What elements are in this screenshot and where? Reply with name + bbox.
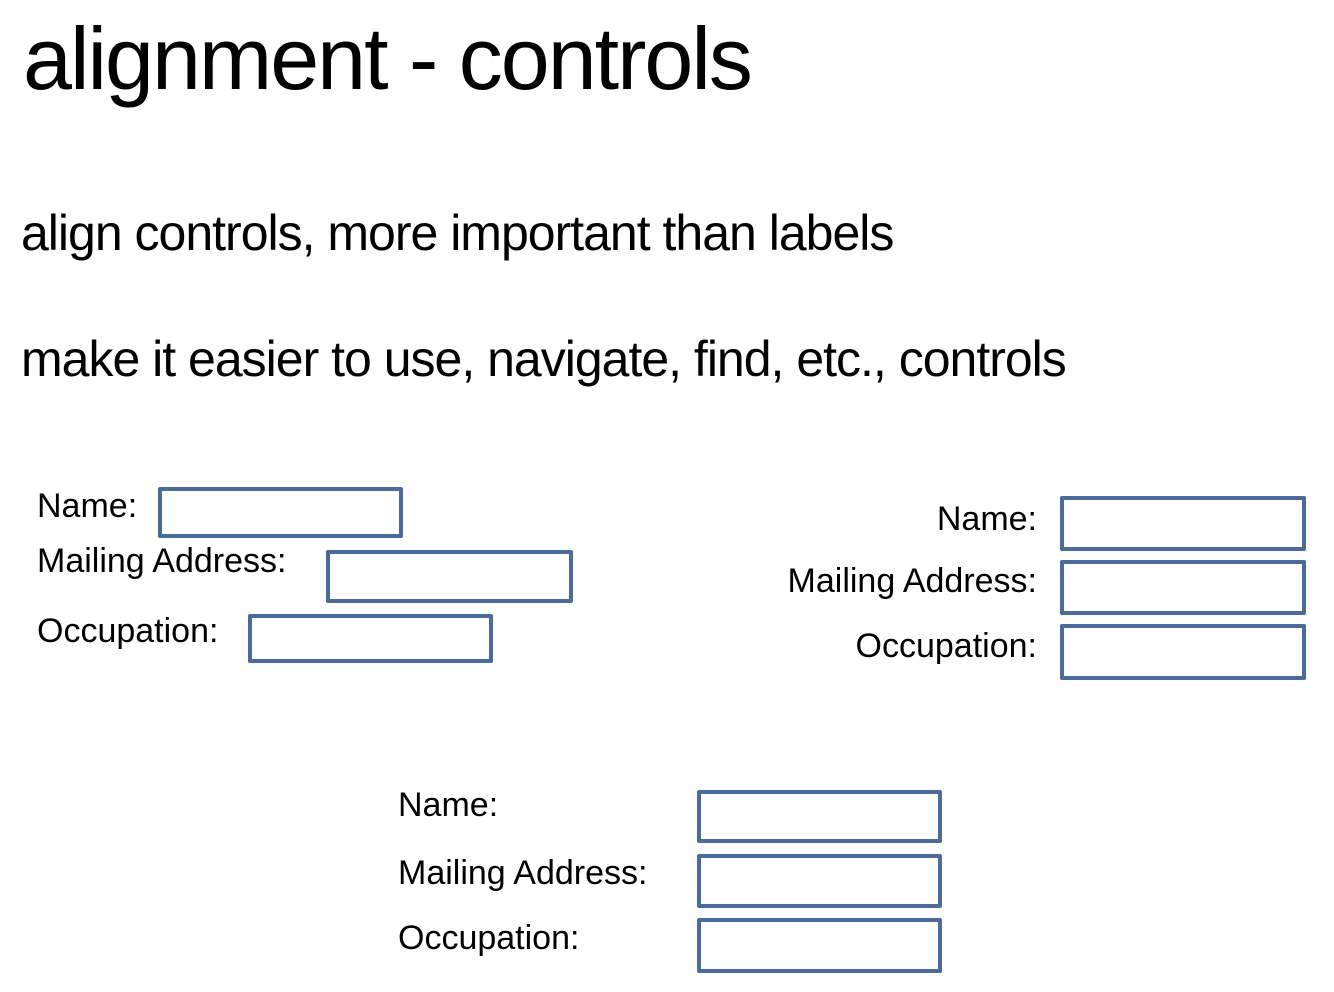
left-form-name-input[interactable] xyxy=(158,487,403,538)
bottom-form-name-input[interactable] xyxy=(697,790,942,843)
right-form-mailing-address-label: Mailing Address: xyxy=(787,562,1037,600)
left-form-occupation-input[interactable] xyxy=(248,614,493,663)
slide-title: alignment - controls xyxy=(23,9,753,108)
bottom-form-name-label: Name: xyxy=(398,786,499,824)
right-form-mailing-address-input[interactable] xyxy=(1060,560,1306,615)
right-form-occupation-label: Occupation: xyxy=(855,627,1037,665)
bottom-form-occupation-input[interactable] xyxy=(697,918,942,973)
right-form-name-input[interactable] xyxy=(1060,496,1306,551)
bottom-form-mailing-address-label: Mailing Address: xyxy=(398,854,648,892)
left-form-name-label: Name: xyxy=(37,487,138,525)
body-text-line-2: make it easier to use, navigate, find, e… xyxy=(21,331,1067,387)
left-form-mailing-address-input[interactable] xyxy=(326,550,573,603)
bottom-form-mailing-address-input[interactable] xyxy=(697,854,942,908)
body-text-line-1: align controls, more important than labe… xyxy=(21,205,894,261)
left-form-mailing-address-label: Mailing Address: xyxy=(37,542,287,580)
left-form-occupation-label: Occupation: xyxy=(37,612,219,650)
right-form-occupation-input[interactable] xyxy=(1060,624,1306,680)
bottom-form-occupation-label: Occupation: xyxy=(398,919,580,957)
right-form-name-label: Name: xyxy=(936,500,1037,538)
